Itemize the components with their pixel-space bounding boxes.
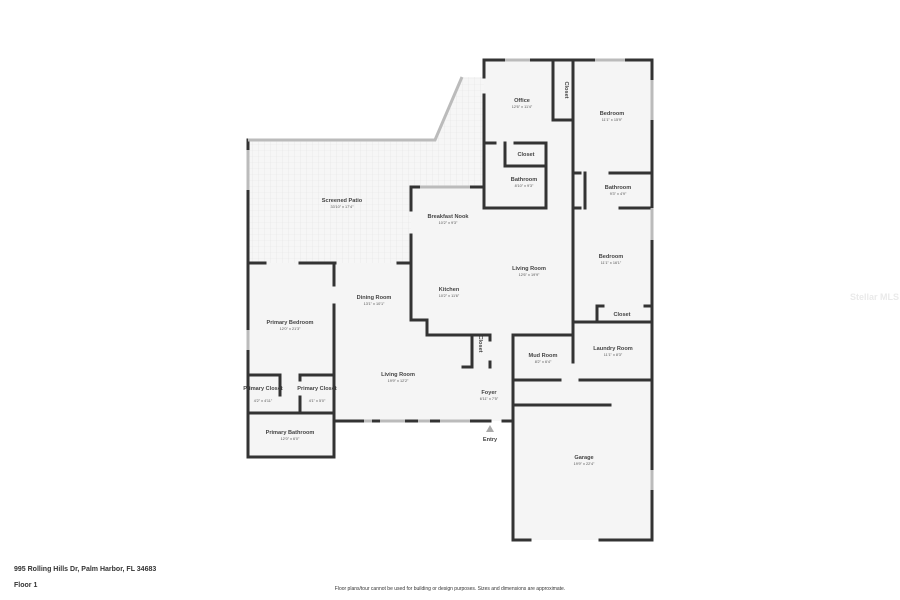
svg-text:19'9" x 22'4": 19'9" x 22'4"	[574, 462, 595, 466]
disclaimer: Floor plans/tour cannot be used for buil…	[334, 586, 566, 592]
windows	[246, 58, 654, 490]
svg-text:Kitchen: Kitchen	[439, 287, 460, 293]
svg-text:Office: Office	[514, 98, 530, 104]
room-closet-foyer: Closet	[477, 335, 483, 352]
svg-text:11'1" x 16'1": 11'1" x 16'1"	[601, 261, 622, 265]
svg-text:Breakfast Nook: Breakfast Nook	[427, 214, 469, 220]
svg-text:Living Room: Living Room	[512, 266, 546, 272]
watermark: Stellar MLS	[850, 292, 900, 302]
svg-text:12'6" x 11'4": 12'6" x 11'4"	[512, 105, 533, 109]
svg-text:12'0" x 21'3": 12'0" x 21'3"	[280, 327, 301, 331]
svg-text:19'9" x 12'2": 19'9" x 12'2"	[388, 379, 409, 383]
svg-text:11'1" x 8'3": 11'1" x 8'3"	[604, 353, 623, 357]
svg-text:Dining Room: Dining Room	[357, 295, 392, 301]
walls	[246, 58, 654, 542]
svg-text:8'10" x 9'3": 8'10" x 9'3"	[515, 184, 534, 188]
entry-marker: Entry	[483, 425, 498, 443]
svg-text:11'1" x 15'9": 11'1" x 15'9"	[602, 118, 623, 122]
svg-text:Laundry Room: Laundry Room	[593, 346, 632, 352]
svg-text:13'1" x 10'1": 13'1" x 10'1"	[364, 302, 385, 306]
svg-text:8'2" x 6'4": 8'2" x 6'4"	[535, 360, 552, 364]
svg-text:6'11" x 7'5": 6'11" x 7'5"	[480, 397, 499, 401]
floor-areas	[248, 60, 652, 540]
entry-label: Entry	[483, 437, 498, 443]
floor-label: Floor 1	[14, 582, 38, 589]
svg-text:33'10" x 17'4": 33'10" x 17'4"	[331, 205, 355, 209]
svg-text:Closet: Closet	[477, 335, 483, 352]
svg-text:12'6" x 19'9": 12'6" x 19'9"	[519, 273, 540, 277]
svg-text:Primary Bedroom: Primary Bedroom	[267, 320, 314, 326]
svg-text:10'2" x 11'6": 10'2" x 11'6"	[439, 294, 460, 298]
room-primary-closet-1: Primary Closet 4'2" x 4'11"	[243, 386, 283, 403]
svg-text:4'1" x 5'0": 4'1" x 5'0"	[309, 399, 326, 403]
svg-text:10'2" x 9'3": 10'2" x 9'3"	[439, 221, 458, 225]
svg-text:Primary Bathroom: Primary Bathroom	[266, 430, 315, 436]
svg-text:Closet: Closet	[563, 81, 569, 98]
property-address: 995 Rolling Hills Dr, Palm Harbor, FL 34…	[14, 566, 157, 573]
svg-text:Bedroom: Bedroom	[600, 111, 625, 117]
svg-text:Primary Closet: Primary Closet	[243, 386, 283, 392]
svg-text:Screened Patio: Screened Patio	[322, 198, 363, 204]
svg-text:4'2" x 4'11": 4'2" x 4'11"	[254, 399, 273, 403]
svg-text:12'0" x 6'0": 12'0" x 6'0"	[281, 437, 300, 441]
svg-text:Bedroom: Bedroom	[599, 254, 624, 260]
svg-text:Primary Closet: Primary Closet	[297, 386, 337, 392]
svg-text:Living Room: Living Room	[381, 372, 415, 378]
entry-arrow-icon	[486, 425, 494, 432]
svg-text:Closet: Closet	[517, 152, 534, 158]
room-primary-closet-2: Primary Closet 4'1" x 5'0"	[297, 386, 337, 403]
svg-text:Closet: Closet	[613, 312, 630, 318]
svg-text:9'3" x 4'9": 9'3" x 4'9"	[610, 192, 627, 196]
room-closet-office: Closet	[517, 152, 534, 158]
svg-text:Garage: Garage	[574, 455, 593, 461]
svg-text:Bathroom: Bathroom	[511, 177, 537, 183]
room-closet-top: Closet	[563, 81, 569, 98]
svg-text:Bathroom: Bathroom	[605, 185, 631, 191]
room-closet-bedroom: Closet	[613, 312, 630, 318]
svg-text:Mud Room: Mud Room	[529, 353, 558, 359]
svg-text:Foyer: Foyer	[481, 390, 497, 396]
